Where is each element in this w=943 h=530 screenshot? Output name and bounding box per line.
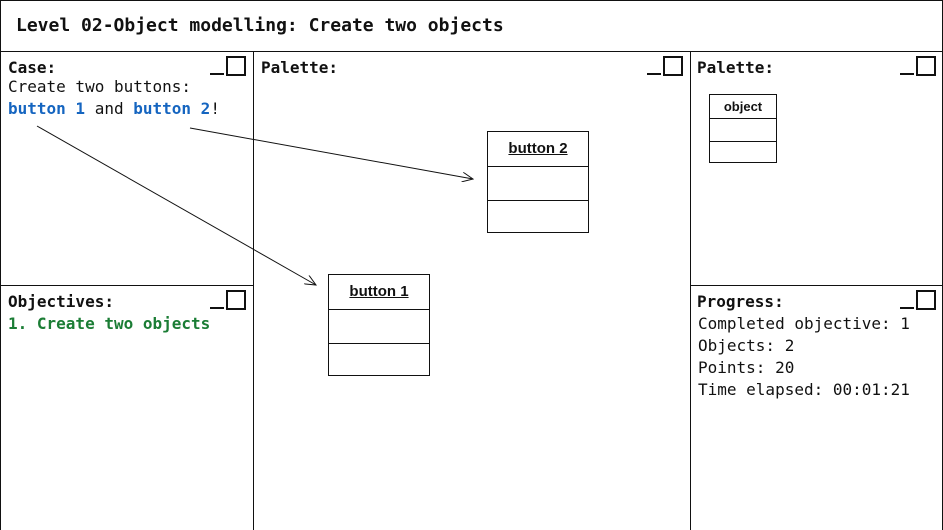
progress-points: Points: 20 — [698, 358, 795, 377]
objectives-window-controls — [210, 290, 246, 310]
palette-object-template[interactable]: object — [709, 94, 777, 163]
case-line2: button 1 and button 2! — [8, 98, 220, 120]
case-title: Case: — [8, 58, 57, 77]
progress-panel: Progress: Completed objective: 1 Objects… — [690, 286, 943, 530]
object-attribute-row — [488, 166, 588, 201]
case-button1-text[interactable]: button 1 — [8, 99, 86, 118]
case-panel: Case: Create two buttons: button 1 and b… — [0, 52, 254, 286]
progress-time: Time elapsed: 00:01:21 — [698, 380, 910, 399]
minimize-icon[interactable] — [210, 307, 224, 309]
maximize-icon[interactable] — [226, 290, 246, 310]
maximize-icon[interactable] — [226, 56, 246, 76]
progress-window-controls — [900, 290, 936, 310]
case-and-text: and — [94, 99, 124, 118]
maximize-icon[interactable] — [663, 56, 683, 76]
center-palette-panel: Palette: — [253, 52, 691, 530]
object-box-button-1[interactable]: button 1 — [328, 274, 430, 376]
center-palette-window-controls — [647, 56, 683, 76]
case-exclaim: ! — [210, 99, 220, 118]
object-header: button 2 — [488, 132, 588, 167]
progress-completed: Completed objective: 1 — [698, 314, 910, 333]
objectives-panel: Objectives: 1. Create two objects — [0, 286, 254, 530]
minimize-icon[interactable] — [210, 73, 224, 75]
page-title: Level 02-Object modelling: Create two ob… — [16, 15, 504, 36]
objectives-title: Objectives: — [8, 292, 114, 311]
minimize-icon[interactable] — [900, 307, 914, 309]
progress-objects: Objects: 2 — [698, 336, 795, 355]
object-attribute-row — [710, 118, 776, 142]
case-line1: Create two buttons: — [8, 77, 192, 96]
center-palette-title: Palette: — [261, 58, 339, 77]
right-palette-window-controls — [900, 56, 936, 76]
object-header: button 1 — [329, 275, 429, 310]
palette-object-label: object — [710, 95, 776, 119]
object-attribute-row — [329, 309, 429, 344]
case-window-controls — [210, 56, 246, 76]
right-palette-panel: Palette: — [690, 52, 943, 286]
progress-title: Progress: — [697, 292, 784, 311]
right-palette-title: Palette: — [697, 58, 775, 77]
objective-item: 1. Create two objects — [8, 314, 211, 333]
minimize-icon[interactable] — [900, 73, 914, 75]
case-button2-text[interactable]: button 2 — [133, 99, 211, 118]
maximize-icon[interactable] — [916, 290, 936, 310]
minimize-icon[interactable] — [647, 73, 661, 75]
object-box-button-2[interactable]: button 2 — [487, 131, 589, 233]
maximize-icon[interactable] — [916, 56, 936, 76]
